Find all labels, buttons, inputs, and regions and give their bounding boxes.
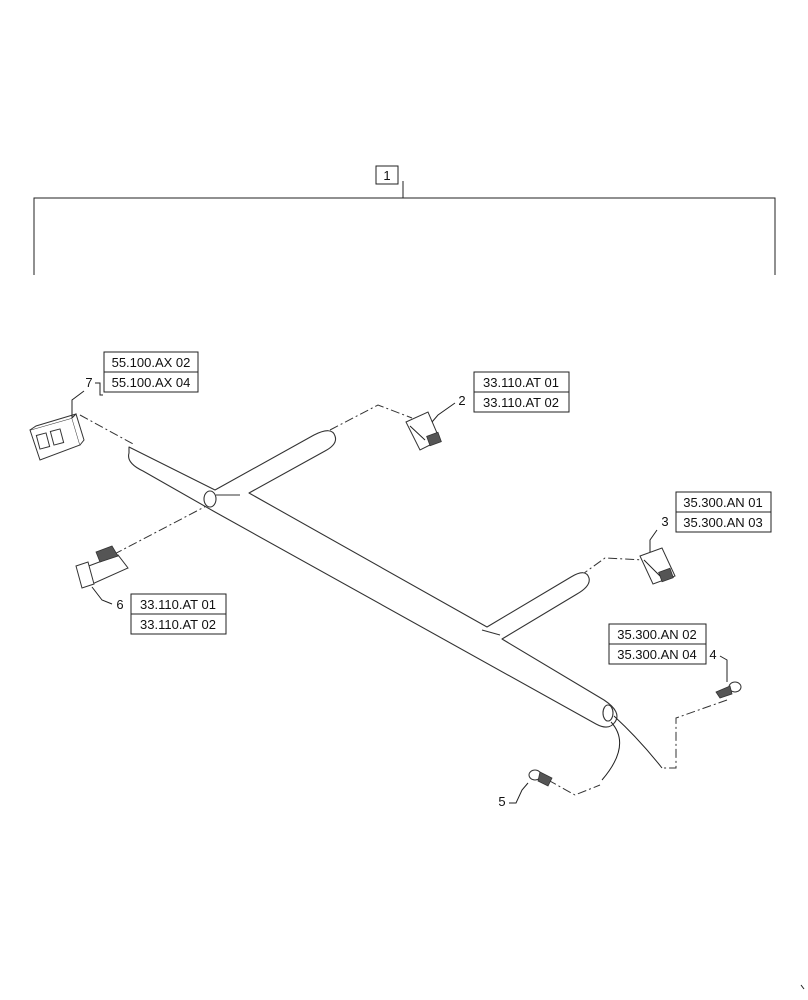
- callout-ref: 33.110.AT 01: [483, 375, 559, 390]
- ring-terminal-part-5: [528, 769, 553, 787]
- callout-7: 7 55.100.AX 02 55.100.AX 04: [71, 351, 199, 418]
- callout-ref: 35.300.AN 02: [617, 627, 697, 642]
- callout-index: 4: [709, 647, 716, 662]
- harness-tube: [128, 430, 618, 728]
- callout-ref: 33.110.AT 01: [140, 597, 216, 612]
- callout-ref: 35.300.AN 03: [683, 515, 763, 530]
- connector-part-2: [405, 411, 442, 451]
- connector-part-3: [639, 547, 676, 585]
- callout-ref: 35.300.AN 01: [683, 495, 763, 510]
- callout-4: 35.300.AN 02 35.300.AN 04 4: [608, 623, 728, 682]
- callout-index: 5: [498, 794, 505, 809]
- callout-ref: 33.110.AT 02: [483, 395, 559, 410]
- callout-6: 6 33.110.AT 01 33.110.AT 02: [91, 586, 227, 635]
- callout-ref: 33.110.AT 02: [140, 617, 216, 632]
- connector-part-6: [75, 545, 129, 589]
- callout-3: 3 35.300.AN 01 35.300.AN 03: [649, 491, 772, 552]
- corner-mark: [800, 984, 805, 990]
- callout-2: 2 33.110.AT 01 33.110.AT 02: [431, 371, 570, 423]
- callout-ref: 35.300.AN 04: [617, 647, 697, 662]
- callout-index: 3: [661, 514, 668, 529]
- ring-terminal-part-4: [715, 681, 742, 699]
- connection-lines: [79, 404, 728, 796]
- harness-wires: [601, 715, 663, 781]
- callout-index: 7: [85, 375, 92, 390]
- callout-ref: 55.100.AX 02: [112, 355, 191, 370]
- assembly-bracket: 1: [33, 165, 776, 275]
- callout-5: 5: [498, 782, 529, 809]
- callout-ref: 55.100.AX 04: [112, 375, 191, 390]
- callout-index: 6: [116, 597, 123, 612]
- callout-index: 2: [458, 393, 465, 408]
- assembly-item-number: 1: [383, 168, 390, 183]
- connector-part-7: [29, 413, 85, 461]
